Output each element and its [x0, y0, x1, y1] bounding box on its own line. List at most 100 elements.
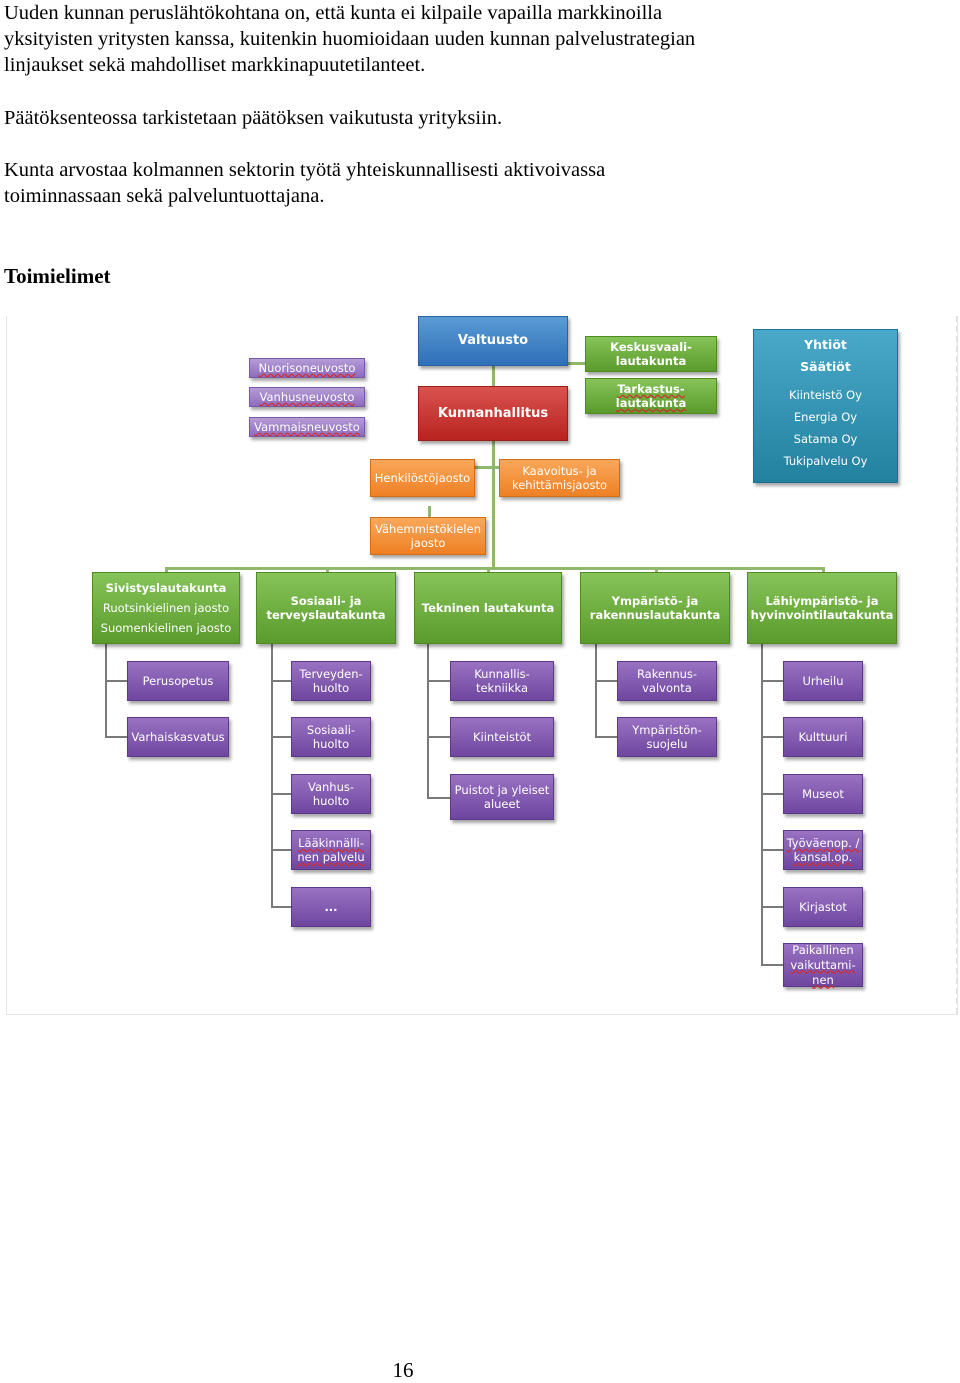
page-number: 16: [392, 1358, 414, 1382]
unit-vanhushuolto-line-1: Vanhus-: [307, 780, 355, 794]
unit-ympariston-suojelu-line-2: suojelu: [646, 737, 688, 751]
unit-laakinnallinen: Lääkinnälli- nen palvelu: [291, 830, 371, 870]
connector-technical: [487, 567, 490, 575]
connector-committees-bar: [165, 567, 825, 570]
technical-committee-label: Tekninen lautakunta: [421, 601, 555, 615]
unit-museot: Museot: [783, 774, 863, 814]
wellbeing-committee-line-1: Lähiympäristö- ja: [765, 594, 879, 608]
foundations-title: Säätiöt: [800, 359, 851, 374]
connector-environment-units: [595, 644, 597, 738]
connector-vanhushuolto: [271, 793, 291, 795]
unit-urheilu-label: Urheilu: [802, 674, 844, 688]
unit-kunnallistekniikka: Kunnallis- tekniikka: [450, 661, 554, 701]
unit-paikallinen-line-2: vaikuttami-: [790, 957, 856, 972]
company-energia: Energia Oy: [793, 410, 858, 424]
connector-perusopetus: [105, 680, 127, 682]
unit-perusopetus-label: Perusopetus: [142, 674, 214, 688]
connector-education: [165, 567, 168, 575]
council-label: Valtuusto: [457, 333, 529, 348]
unit-varhaiskasvatus-label: Varhaiskasvatus: [131, 730, 225, 744]
unit-rakennusvalvonta-line-2: valvonta: [642, 681, 692, 695]
company-kiinteisto: Kiinteistö Oy: [788, 388, 863, 402]
connector-sosiaalihuolto: [271, 736, 291, 738]
unit-vanhushuolto: Vanhus- huolto: [291, 774, 371, 814]
connector-paikallinen: [761, 964, 783, 966]
connector-rakennusvalvonta: [595, 680, 617, 682]
advisory-disability-label: Vammaisneuvosto: [254, 420, 360, 434]
paragraph-2-line-1: Päätöksenteossa tarkistetaan päätöksen v…: [4, 107, 503, 129]
unit-kirjastot-label: Kirjastot: [799, 900, 847, 914]
connector-museot: [761, 793, 783, 795]
connector-kirjastot: [761, 906, 783, 908]
planning-section-line-1: Kaavoitus- ja: [522, 464, 597, 478]
social-committee-line-1: Sosiaali- ja: [290, 594, 362, 608]
environment-committee-line-1: Ympäristö- ja: [611, 594, 699, 608]
connector-puistot: [427, 797, 450, 799]
connector-urheilu: [761, 680, 783, 682]
paragraph-1-line-3: linjaukset sekä mahdolliset markkinapuut…: [4, 54, 426, 76]
unit-urheilu: Urheilu: [783, 661, 863, 701]
unit-kulttuuri: Kulttuuri: [783, 717, 863, 757]
central-election-box: Keskusvaali- lautakunta: [585, 336, 717, 372]
advisory-elderly-label: Vanhusneuvosto: [259, 390, 355, 404]
minority-section-box: Vähemmistökielen jaosto: [370, 517, 486, 555]
environment-committee-line-2: rakennuslautakunta: [589, 608, 721, 622]
advisory-box-elderly: Vanhusneuvosto: [249, 387, 365, 407]
audit-line-2: lautakunta: [615, 396, 687, 410]
unit-laakinnallinen-line-2: nen palvelu: [297, 850, 365, 864]
unit-puistot-line-2: alueet: [483, 797, 521, 811]
education-committee-box: Sivistyslautakunta Ruotsinkielinen jaost…: [92, 572, 240, 644]
connector-kiinteistot: [427, 736, 450, 738]
connector-ympariston-suojelu: [595, 736, 617, 738]
unit-museot-label: Museot: [802, 787, 844, 801]
advisory-youth-label: Nuorisoneuvosto: [258, 361, 356, 375]
planning-section-box: Kaavoitus- ja kehittämisjaosto: [499, 459, 620, 497]
unit-kunnallistekniikka-line-2: tekniikka: [475, 681, 529, 695]
connector-education-units: [105, 644, 107, 737]
connector-laakinnallinen: [271, 849, 291, 851]
section-heading: Toimielimet: [4, 264, 111, 288]
unit-ympariston-suojelu-line-1: Ympäristön-: [632, 723, 702, 737]
org-chart: Nuorisoneuvosto Vanhusneuvosto Vammaisne…: [6, 316, 958, 1015]
paragraph-1-line-2: yksityisten yritysten kanssa, kuitenkin …: [4, 28, 696, 50]
paragraph-3-line-1: Kunta arvostaa kolmannen sektorin työtä …: [4, 159, 606, 181]
unit-terveydenhuolto-line-1: Terveyden-: [299, 667, 363, 681]
connector-kunnallistekniikka: [427, 680, 450, 682]
board-label: Kunnanhallitus: [437, 405, 549, 421]
planning-section-line-2: kehittämisjaosto: [511, 478, 608, 492]
connector-technical-units: [427, 644, 429, 798]
unit-paikallinen: Paikallinen vaikuttami- nen: [783, 943, 863, 987]
board-box: Kunnanhallitus: [418, 386, 568, 441]
connector-election: [567, 362, 587, 365]
unit-terveydenhuolto-line-2: huolto: [312, 681, 350, 695]
audit-line-1: Tarkastus-: [617, 382, 685, 396]
companies-box: Yhtiöt Säätiöt Kiinteistö Oy Energia Oy …: [753, 329, 898, 483]
central-election-line-1: Keskusvaali-: [610, 340, 692, 354]
unit-rakennusvalvonta: Rakennus- valvonta: [617, 661, 717, 701]
advisory-box-disability: Vammaisneuvosto: [249, 417, 365, 437]
unit-tyovaenopisto-line-2: kansal.op.: [793, 850, 853, 864]
council-box: Valtuusto: [418, 316, 568, 366]
wellbeing-committee-box: Lähiympäristö- ja hyvinvointilautakunta: [747, 572, 897, 644]
connector-social: [326, 567, 329, 575]
connector-environment: [655, 567, 658, 575]
connector-more: [271, 906, 291, 908]
unit-kunnallistekniikka-line-1: Kunnallis-: [474, 667, 530, 681]
connector-wellbeing-units: [761, 644, 763, 965]
unit-kiinteistot-label: Kiinteistöt: [472, 730, 532, 744]
unit-paikallinen-line-3: nen: [812, 972, 834, 987]
unit-tyovaenopisto: Työväenop. / kansal.op.: [783, 830, 863, 870]
social-committee-line-2: terveyslautakunta: [266, 608, 386, 622]
unit-more-label: ...: [324, 900, 338, 914]
technical-committee-box: Tekninen lautakunta: [414, 572, 562, 644]
unit-kirjastot: Kirjastot: [783, 887, 863, 927]
unit-perusopetus: Perusopetus: [127, 661, 229, 701]
unit-more: ...: [291, 887, 371, 927]
personnel-section-box: Henkilöstöjaosto: [370, 459, 475, 497]
education-sub-finnish: Suomenkielinen jaosto: [100, 621, 232, 635]
unit-rakennusvalvonta-line-1: Rakennus-: [636, 667, 698, 681]
unit-varhaiskasvatus: Varhaiskasvatus: [127, 717, 229, 757]
connector-terveydenhuolto: [271, 680, 291, 682]
social-committee-box: Sosiaali- ja terveyslautakunta: [256, 572, 396, 644]
minority-section-line-2: jaosto: [410, 536, 446, 550]
